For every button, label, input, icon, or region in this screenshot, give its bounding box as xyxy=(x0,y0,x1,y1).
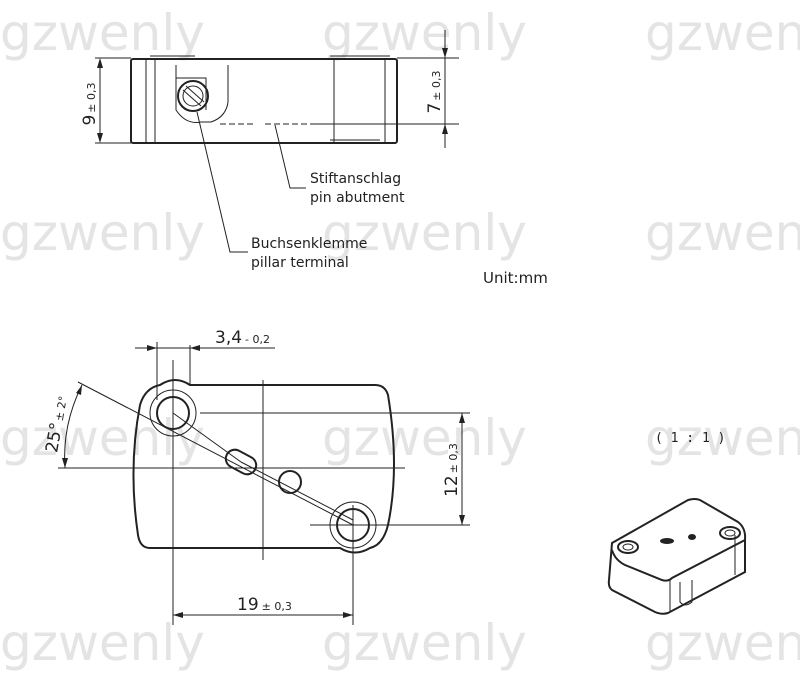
pin-abutment-leader xyxy=(274,124,306,189)
pin-abutment-label-de: Stiftanschlag xyxy=(310,171,401,187)
top-body-outline xyxy=(132,379,395,554)
side-view: 9± 0,3 7± 0,3 Stiftanschlag pin abutment… xyxy=(80,30,459,271)
watermark: gzwenly xyxy=(645,614,800,672)
watermark: gzwenly xyxy=(645,409,800,467)
angle-reference-lines xyxy=(77,381,354,526)
pillar-terminal-label-de: Buchsenklemme xyxy=(251,236,367,252)
watermark: gzwenly xyxy=(322,4,527,62)
isometric-view xyxy=(607,498,747,615)
dim-vertical-label: 12± 0,3 xyxy=(442,443,462,497)
watermark: gzwenly xyxy=(0,409,205,467)
top-view: 3,4- 0,2 25°± 2° 12± 0,3 19± 0,3 xyxy=(42,328,470,625)
watermark: gzwenly xyxy=(322,614,527,672)
side-body-details xyxy=(145,55,390,143)
watermark: gzwenly xyxy=(645,204,800,262)
watermark: gzwenly xyxy=(0,204,205,262)
pin-hole-icon xyxy=(278,470,302,494)
dim-offset-label: 3,4- 0,2 xyxy=(215,328,270,348)
watermark: gzwenly xyxy=(322,204,527,262)
dim-horizontal-label: 19± 0,3 xyxy=(237,595,292,615)
pillar-terminal-label-en: pillar terminal xyxy=(251,255,349,271)
dim-height-line xyxy=(95,57,131,144)
watermark: gzwenly xyxy=(0,4,205,62)
side-body-outline xyxy=(130,58,398,144)
center-lines xyxy=(58,345,470,625)
scale-label: ( 1 : 1 ) xyxy=(655,431,725,446)
dim-offset-line xyxy=(135,342,275,400)
pin-abutment-label-en: pin abutment xyxy=(310,190,405,206)
watermark: gzwenly xyxy=(645,4,800,62)
watermark: gzwenly xyxy=(322,409,527,467)
pillar-terminal-leader xyxy=(196,111,248,253)
terminal-housing xyxy=(175,65,229,123)
unit-label: Unit:mm xyxy=(483,269,548,287)
watermark: gzwenly xyxy=(0,614,205,672)
dim-height-label: 9± 0,3 xyxy=(80,82,100,125)
dim-pin-label: 7± 0,3 xyxy=(425,70,445,113)
watermarks: gzwenly gzwenly gzwenly gzwenly gzwenly … xyxy=(0,4,800,672)
screw-icon xyxy=(177,80,209,112)
